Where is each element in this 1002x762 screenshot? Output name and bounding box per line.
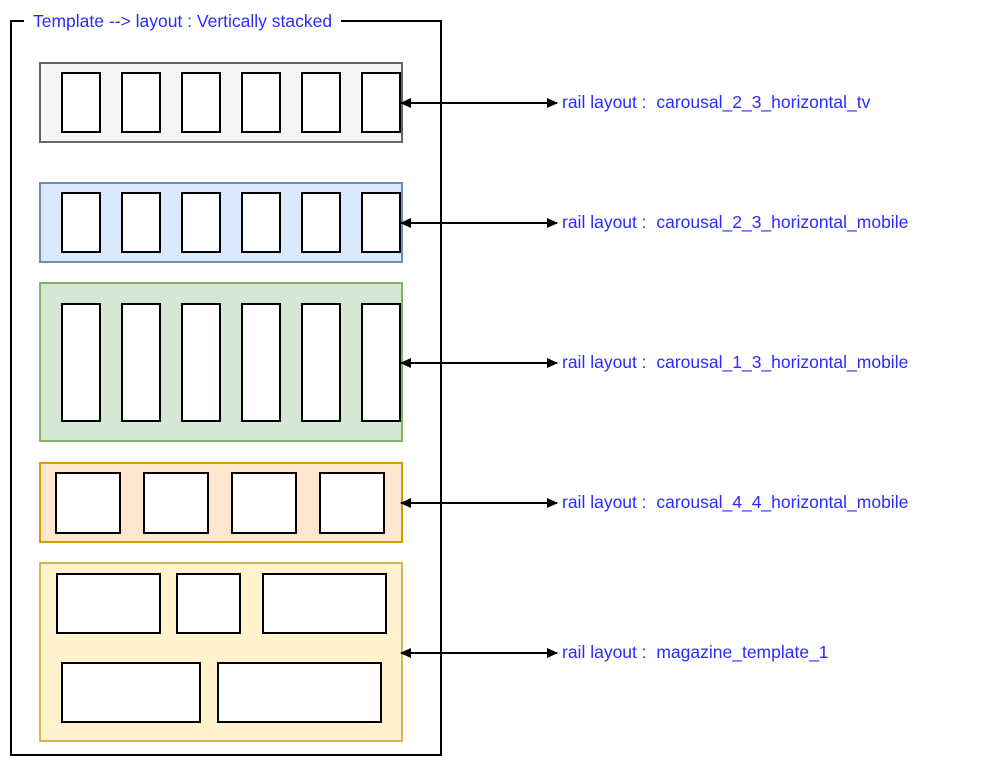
template-frame: Template --> layout : Vertically stacked bbox=[10, 10, 442, 756]
rail-card bbox=[61, 192, 101, 253]
rail-label: rail layout : carousal_2_3_horizontal_mo… bbox=[562, 212, 909, 232]
arrow-connector bbox=[400, 498, 558, 508]
arrow-connector bbox=[400, 98, 558, 108]
arrow-connector bbox=[400, 218, 558, 228]
rail-magazine-template-1 bbox=[39, 562, 403, 742]
rail-label: rail layout : carousal_4_4_horizontal_mo… bbox=[562, 492, 909, 512]
rail-card bbox=[61, 662, 201, 723]
rail-card bbox=[361, 302, 401, 422]
template-title: Template --> layout : Vertically stacked bbox=[24, 10, 342, 32]
rail-card bbox=[361, 72, 401, 133]
rail-card bbox=[181, 72, 221, 133]
rail-card bbox=[56, 573, 161, 634]
rail-carousal-2-3-horizontal-mobile bbox=[39, 182, 403, 263]
rail-card bbox=[361, 192, 401, 253]
rail-card bbox=[301, 72, 341, 133]
rail-label: rail layout : carousal_1_3_horizontal_mo… bbox=[562, 352, 909, 372]
rail-card bbox=[241, 192, 281, 253]
rail-card bbox=[217, 662, 382, 723]
rail-card bbox=[121, 192, 161, 253]
rail-carousal-2-3-horizontal-tv bbox=[39, 62, 403, 143]
rail-card bbox=[301, 192, 341, 253]
magazine-row bbox=[41, 662, 401, 723]
rail-card bbox=[241, 72, 281, 133]
rail-card bbox=[61, 72, 101, 133]
arrow-connector bbox=[400, 358, 558, 368]
rail-label: rail layout : carousal_2_3_horizontal_tv bbox=[562, 92, 871, 112]
rail-card bbox=[181, 192, 221, 253]
rail-carousal-4-4-horizontal-mobile bbox=[39, 462, 403, 543]
rail-card bbox=[121, 302, 161, 422]
rail-card bbox=[176, 573, 241, 634]
rail-card bbox=[143, 471, 209, 534]
rail-card bbox=[241, 302, 281, 422]
rail-card bbox=[231, 471, 297, 534]
rail-card bbox=[181, 302, 221, 422]
rail-card bbox=[61, 302, 101, 422]
rail-card bbox=[55, 471, 121, 534]
magazine-row bbox=[41, 573, 401, 634]
rail-card bbox=[301, 302, 341, 422]
rail-card bbox=[121, 72, 161, 133]
rail-card bbox=[262, 573, 387, 634]
rail-carousal-1-3-horizontal-mobile bbox=[39, 282, 403, 442]
rail-card bbox=[319, 471, 385, 534]
rail-label: rail layout : magazine_template_1 bbox=[562, 642, 829, 662]
arrow-connector bbox=[400, 648, 558, 658]
